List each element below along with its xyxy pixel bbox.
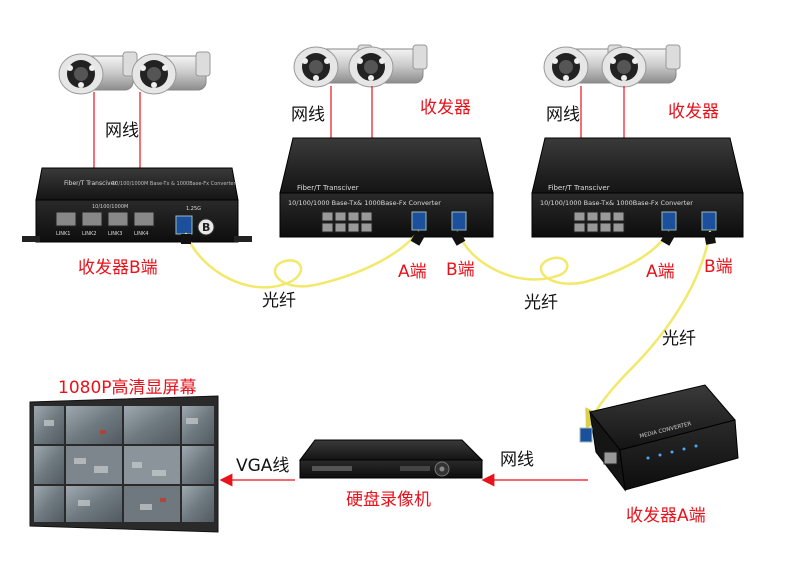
transceiver-brand: Fiber/T Transciver: [548, 184, 610, 192]
label-transceiver-b-end: 收发器B端: [78, 258, 158, 278]
fiber-port: [579, 427, 593, 443]
label-network-cable: 网线: [291, 105, 325, 125]
camera-pair-right: [543, 44, 681, 88]
fiber-port-label: 1.25G: [186, 206, 201, 212]
camera-icon: [58, 51, 138, 95]
port-label: LINK2: [82, 231, 96, 237]
rj45-port-group: [321, 211, 373, 233]
label-a-end: A端: [646, 262, 675, 282]
label-transceiver: 收发器: [420, 98, 471, 118]
label-screen-title: 1080P高清显屏幕: [58, 378, 197, 398]
rj45-port-group: [55, 211, 155, 227]
label-nvr: 硬盘录像机: [346, 490, 431, 510]
badge-circle: [197, 218, 215, 236]
label-b-end: B端: [704, 257, 733, 277]
fiber-cable-middle: [456, 230, 670, 285]
fiber-connectors: [181, 230, 716, 246]
camera-icon: [131, 51, 211, 95]
fiber-ports: [411, 211, 467, 231]
small-fiber-switch: Fiber/T Transciver 10/100/1000M Base-Tx …: [22, 167, 252, 243]
label-network-cable: 网线: [500, 450, 534, 470]
video-wall-tiles: [34, 406, 214, 522]
camera-pair-middle: [293, 44, 428, 88]
port-label: LINK4: [134, 231, 148, 237]
fiber-cables: [184, 230, 712, 430]
small-switch-speed: 10/100/1000M: [92, 204, 128, 210]
label-fiber: 光纤: [524, 293, 558, 313]
video-wall-screen: [29, 395, 219, 533]
label-vga-cable: VGA线: [236, 456, 290, 476]
camera-icon: [601, 44, 681, 88]
label-network-cable: 网线: [546, 105, 580, 125]
transceiver-model: 10/100/1000 Base-Tx& 1000Base-Fx Convert…: [540, 199, 693, 207]
label-a-end: A端: [398, 262, 427, 282]
badge-letter: B: [202, 221, 210, 234]
nvr-device: [299, 439, 484, 479]
port-label: LINK3: [108, 231, 122, 237]
media-converter: MEDIA CONVERTER: [579, 384, 739, 492]
label-b-end: B端: [446, 260, 475, 280]
transceiver-brand: Fiber/T Transciver: [297, 184, 359, 192]
transceiver-right: Fiber/T Transciver 10/100/1000 Base-Tx& …: [531, 137, 744, 238]
label-transceiver-a-end: 收发器A端: [626, 506, 706, 526]
fiber-cable-left: [184, 230, 420, 289]
fiber-ports: [661, 211, 717, 231]
fiber-port: [175, 215, 193, 235]
rj45-port-group: [573, 211, 625, 233]
label-network-cable: 网线: [105, 121, 139, 141]
camera-icon: [348, 44, 428, 88]
fiber-cable-down: [585, 230, 712, 430]
small-switch-brand: Fiber/T Transciver: [64, 180, 117, 187]
label-fiber: 光纤: [262, 291, 296, 311]
port-label: LINK1: [56, 231, 70, 237]
label-fiber: 光纤: [662, 329, 696, 349]
transceiver-model: 10/100/1000 Base-Tx& 1000Base-Fx Convert…: [288, 199, 441, 207]
transceiver-middle: Fiber/T Transciver 10/100/1000 Base-Tx& …: [279, 137, 494, 238]
rj45-port: [603, 451, 618, 465]
camera-pair-left: [58, 51, 211, 95]
label-transceiver: 收发器: [668, 102, 719, 122]
small-switch-model: 10/100/1000M Base-Tx & 1000Base-Fx Conve…: [112, 181, 236, 187]
